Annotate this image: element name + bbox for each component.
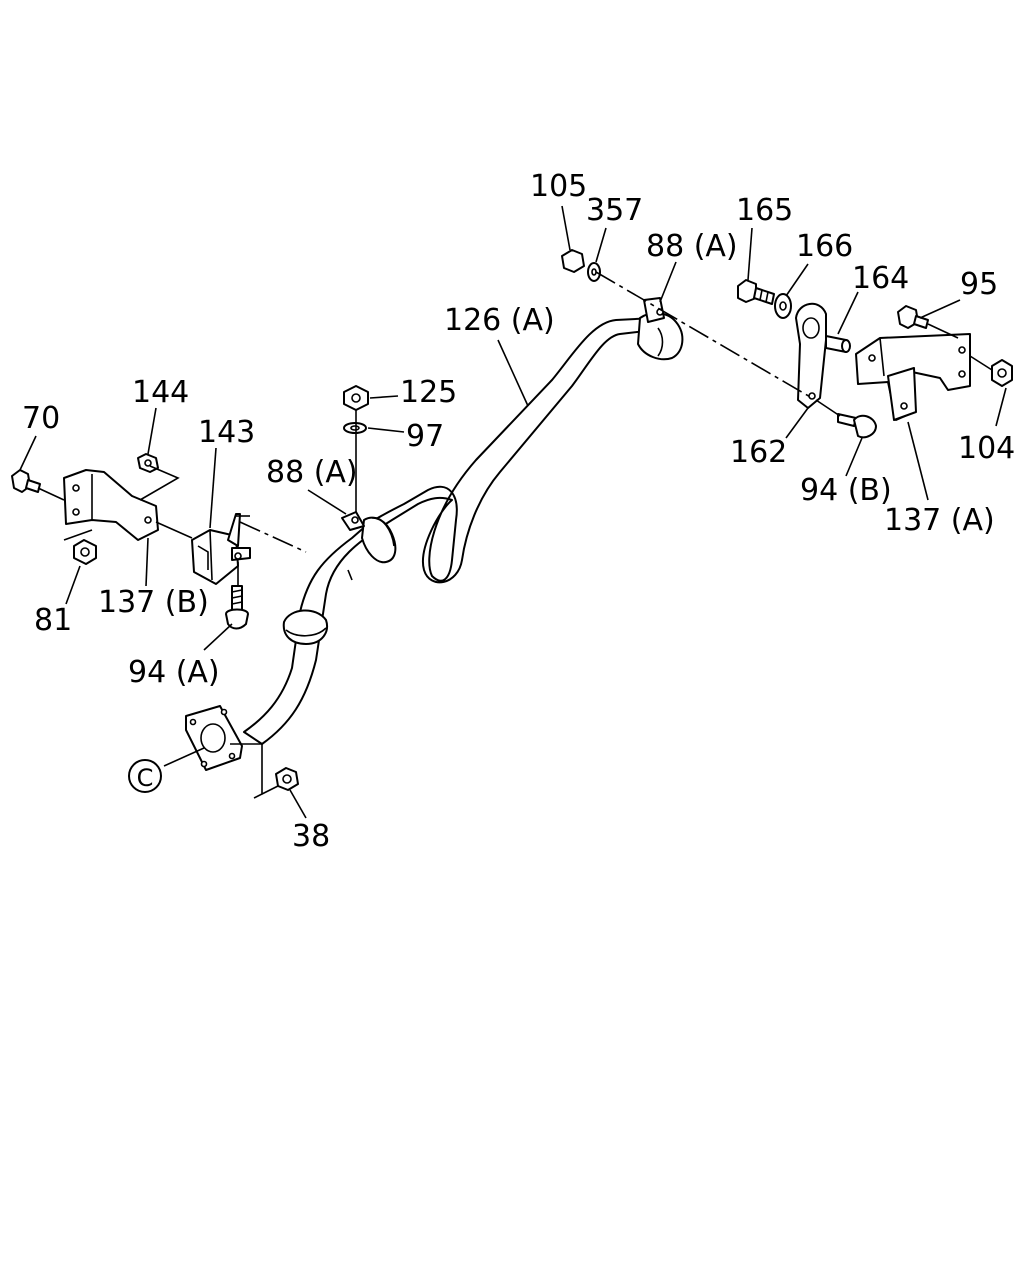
- bolt-70: [11, 469, 41, 493]
- label-165: 165: [736, 193, 793, 228]
- axis-line-left: [155, 521, 193, 539]
- axis-line-95: [927, 323, 959, 339]
- nut-144: [137, 453, 159, 473]
- label-162: 162: [730, 435, 787, 470]
- axis-line-94b: [815, 399, 841, 417]
- bracket-137a: [855, 333, 971, 421]
- label-137b: 137 (B): [98, 585, 209, 620]
- bolt-94a: [225, 585, 249, 630]
- label-88a-mid: 88 (A): [266, 455, 358, 490]
- nut-81: [73, 539, 97, 565]
- callout-circle-c: [128, 759, 162, 793]
- hanger-162: [795, 303, 827, 409]
- leader-lines: [19, 205, 1007, 819]
- axis-line-38: [230, 743, 263, 799]
- label-94b: 94 (B): [800, 473, 892, 508]
- label-357: 357: [586, 193, 643, 228]
- nut-105: [561, 249, 585, 273]
- washer-97: [343, 422, 367, 434]
- label-81: 81: [34, 603, 72, 638]
- axis-line-81: [63, 529, 93, 541]
- rubber-mount-143: [191, 513, 251, 585]
- label-164: 164: [852, 261, 909, 296]
- label-144: 144: [132, 375, 189, 410]
- label-105: 105: [530, 169, 587, 204]
- centerline-left-mount: [239, 521, 307, 553]
- label-97: 97: [406, 419, 444, 454]
- axis-line-38b: [261, 785, 279, 795]
- label-126a: 126 (A): [444, 303, 555, 338]
- label-38: 38: [292, 819, 330, 854]
- clamp-88a-mid: [341, 511, 365, 581]
- bolt-94b: [837, 413, 877, 439]
- axis-line-144: [139, 465, 180, 501]
- washer-166: [774, 293, 792, 319]
- centerline-right-hanger: [595, 271, 813, 399]
- label-c: C: [137, 764, 154, 792]
- label-88a-top: 88 (A): [646, 229, 738, 264]
- axis-line-104: [969, 355, 993, 371]
- label-125: 125: [400, 375, 457, 410]
- exhaust-pipe-126a: [185, 297, 684, 771]
- washer-357: [587, 262, 601, 282]
- label-94a: 94 (A): [128, 655, 220, 690]
- axis-line-70: [37, 487, 65, 501]
- bolt-95: [897, 305, 929, 329]
- label-137a: 137 (A): [884, 503, 995, 538]
- nut-104: [991, 359, 1013, 387]
- label-70: 70: [22, 401, 60, 436]
- nut-38: [275, 767, 299, 791]
- label-143: 143: [198, 415, 255, 450]
- label-95: 95: [960, 267, 998, 302]
- bracket-137b: [63, 469, 159, 541]
- nut-125: [343, 385, 369, 411]
- bolt-165: [737, 279, 775, 305]
- label-166: 166: [796, 229, 853, 264]
- collar-164: [825, 335, 851, 353]
- label-104: 104: [958, 431, 1015, 466]
